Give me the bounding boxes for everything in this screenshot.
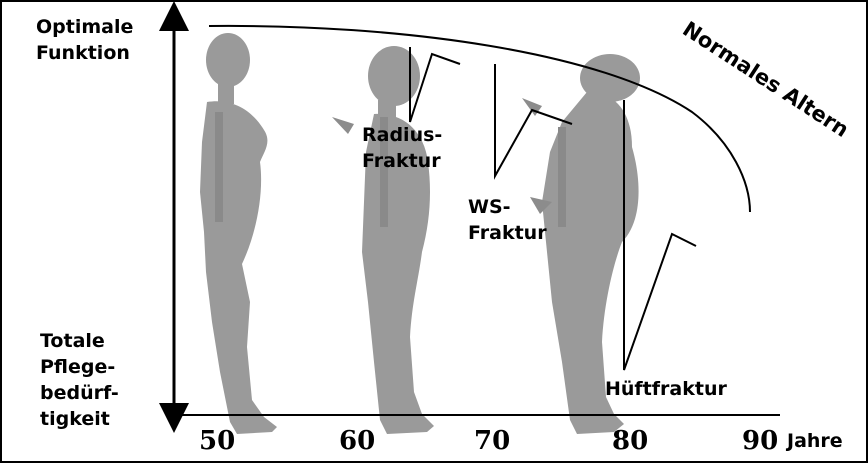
x-tick-80: 80 [612,426,648,456]
radius-fracture-label: Radius- Fraktur [362,122,442,174]
hip-fracture-label: Hüftfraktur [605,376,727,402]
y-axis-bottom-label: Totale Pflege- bedürf- tigkeit [40,328,119,432]
figure-age-60 [332,46,434,434]
figure-age-50 [200,33,277,434]
hip-fracture-line [624,100,696,370]
x-tick-70: 70 [474,426,510,456]
x-axis-unit: Jahre [787,428,843,454]
x-tick-50: 50 [199,426,235,456]
x-tick-90: 90 [742,426,778,456]
spine-fracture-label: WS- Fraktur [468,194,547,246]
y-axis-top-label: Optimale Funktion [36,14,133,66]
normal-aging-curve [209,26,750,212]
x-tick-60: 60 [339,426,375,456]
